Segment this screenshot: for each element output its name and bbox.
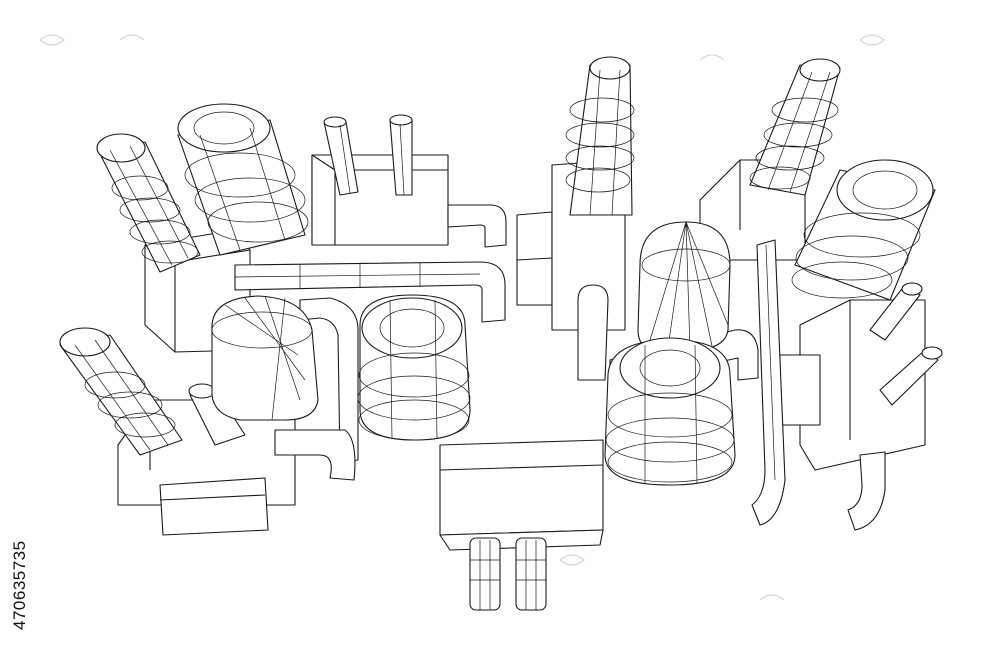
center-right-building-block: [516, 159, 626, 331]
dome-tank-right: [637, 221, 731, 351]
upper-bent-pipe: [447, 204, 507, 248]
right-building-block: [799, 282, 943, 471]
center-stacked-tank: [357, 294, 471, 441]
right-long-pipe: [751, 239, 786, 526]
stock-id-watermark: 470635735: [8, 420, 30, 640]
stock-id-text: 470635735: [10, 540, 29, 630]
stock-watermark-pattern: [39, 34, 885, 601]
right-bottom-box: [779, 354, 821, 426]
dome-tank-left: [211, 295, 319, 421]
center-bent-pipe: [274, 297, 359, 481]
bottom-center-building-block: [439, 439, 604, 611]
lower-left-column: [59, 327, 183, 456]
left-fat-column: [177, 103, 309, 256]
right-curved-pipe: [847, 451, 886, 531]
left-tall-column: [96, 133, 201, 273]
top-center-tall-column: [565, 56, 635, 216]
right-stacked-tank: [604, 337, 736, 486]
center-top-building-block: [311, 114, 449, 246]
right-fat-column: [791, 159, 936, 301]
small-funnel-stack: [188, 383, 246, 446]
top-right-tall-column: [749, 58, 841, 196]
horizontal-pipe: [234, 261, 506, 323]
